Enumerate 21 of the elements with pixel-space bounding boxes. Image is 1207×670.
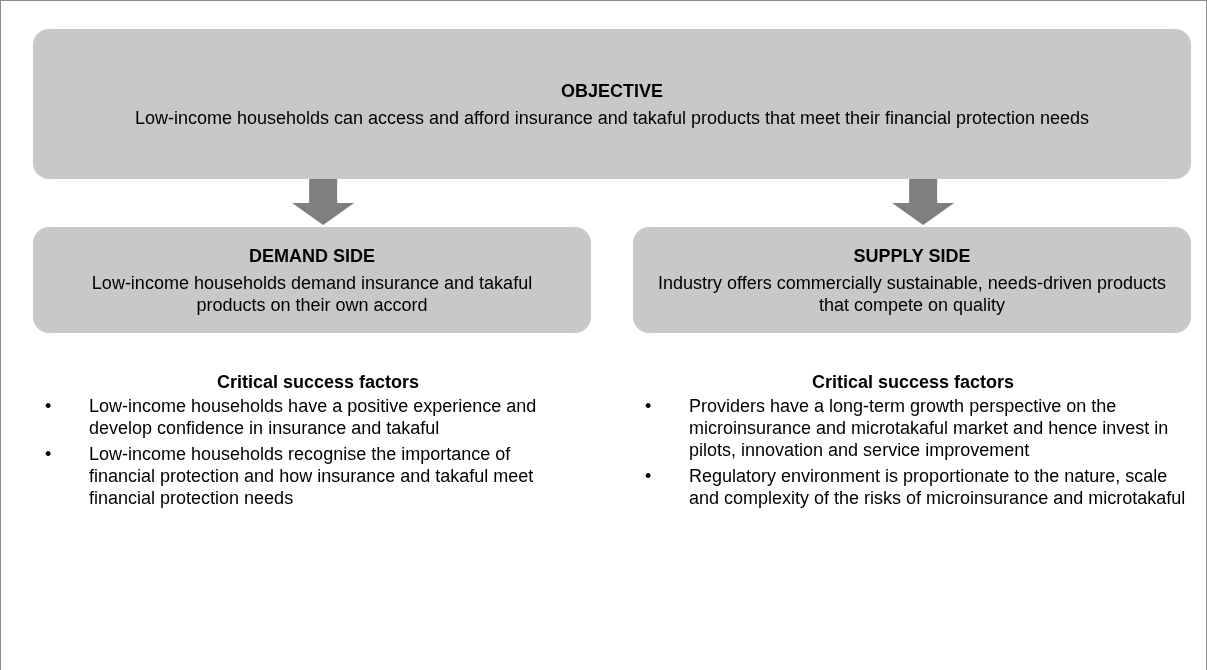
bullet: •	[644, 465, 653, 488]
rounded-box	[633, 227, 1191, 333]
section-heading: Critical success factors	[810, 371, 1016, 393]
box-text: Industry offers commercially sustainable, needs-driven products that compete on quality	[657, 271, 1167, 316]
section-heading: Critical success factors	[215, 371, 421, 393]
block-arrow	[292, 179, 355, 225]
bullet: •	[644, 395, 653, 418]
bullet-item: Low-income households have a positive experience and develop confidence in insurance and takaful	[89, 395, 538, 439]
bullet-item: Providers have a long-term growth perspective on the microinsurance and microtakaful market and hence invest in pilots, innovation and service improvement	[689, 395, 1170, 461]
bullet-item: Low-income households recognise the importance of financial protection and how insurance and takaful meet financial protection needs	[89, 443, 535, 509]
box-text: Low-income households demand insurance and takaful products on their own accord	[90, 271, 534, 316]
box-heading: DEMAND SIDE	[249, 244, 375, 267]
bullet-item: Regulatory environment is proportionate to the nature, scale and complexity of the risks of microinsurance and microtakaful	[689, 465, 1187, 509]
box-heading: SUPPLY SIDE	[853, 244, 971, 267]
rounded-box	[33, 29, 1191, 179]
block-arrow	[892, 179, 955, 225]
bullet: •	[44, 443, 53, 466]
box-heading: OBJECTIVE	[561, 79, 663, 102]
rounded-box	[33, 227, 591, 333]
bullet: •	[44, 395, 53, 418]
box-text: Low-income households can access and afford insurance and takaful products that meet their financial protection needs	[134, 106, 1090, 129]
